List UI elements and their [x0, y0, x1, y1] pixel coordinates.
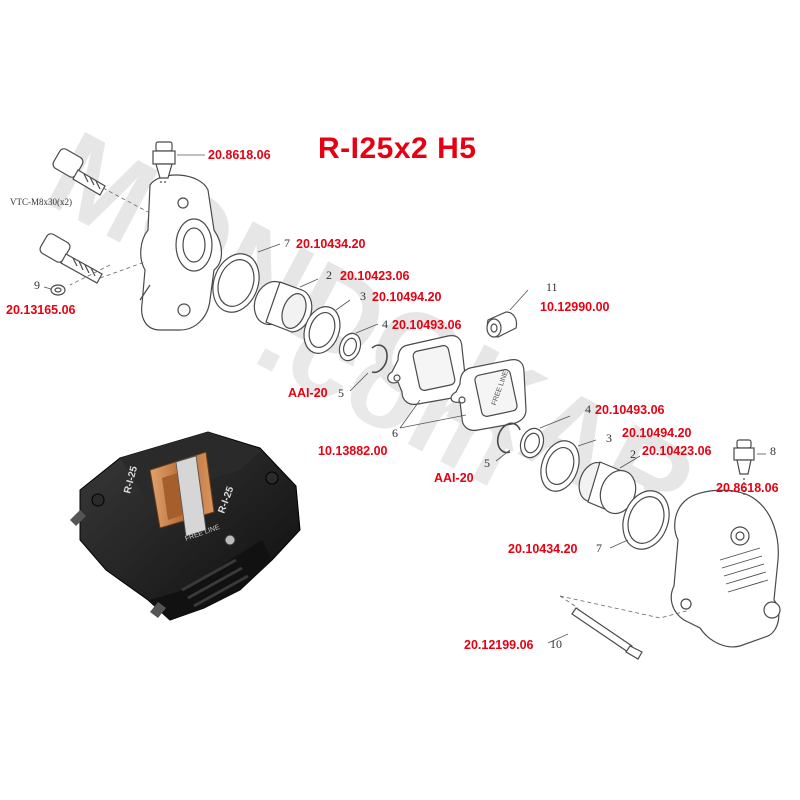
part-number-5a: AAI-20	[288, 386, 328, 400]
diagram-title: R-I25x2 H5	[318, 132, 477, 165]
part-number-3b: 20.10494.20	[622, 426, 692, 440]
callout-7b: 7	[596, 541, 602, 555]
part-number-4a: 20.10493.06	[392, 318, 462, 332]
part-number-9: 20.13165.06	[6, 303, 76, 317]
caliper-photo: R-I-25 R-I-25 FREE LINE	[70, 431, 301, 621]
bolt-spec-annotation: VTC-M8x30(x2)	[10, 197, 72, 207]
part-number-2b: 20.10423.06	[642, 444, 712, 458]
right-caliper-half	[670, 489, 781, 648]
brake-pad-front	[387, 335, 467, 405]
callout-6: 6	[392, 426, 398, 440]
callout-4b: 4	[585, 402, 591, 416]
spacer-11	[486, 311, 518, 338]
callout-4a: 4	[382, 317, 388, 331]
washer-9	[50, 284, 66, 296]
callout-2b: 2	[630, 447, 636, 461]
callout-3a: 3	[360, 289, 366, 303]
part-number-4b: 20.10493.06	[595, 403, 665, 417]
callout-7a: 7	[284, 236, 290, 250]
part-number-2a: 20.10423.06	[340, 269, 410, 283]
callout-11: 11	[546, 280, 558, 294]
bolt-lower	[39, 233, 103, 284]
callout-9: 9	[34, 278, 40, 292]
callout-2a: 2	[326, 268, 332, 282]
part-number-5b: AAI-20	[434, 471, 474, 485]
bleed-screw-8	[733, 439, 755, 495]
callout-5a: 5	[338, 386, 344, 400]
part-number-7b: 20.10434.20	[508, 542, 578, 556]
part-number-7a: 20.10434.20	[296, 237, 366, 251]
part-number-3a: 20.10494.20	[372, 290, 442, 304]
ring-4-right	[519, 427, 545, 459]
brake-pad-rear: FREE LINE	[450, 359, 527, 431]
bolt-upper	[52, 148, 106, 196]
seal-3-left	[303, 306, 341, 354]
ring-4-left	[338, 332, 362, 362]
bleed-screw-top	[152, 141, 176, 183]
seal-3-right	[540, 440, 580, 492]
part-number-11: 10.12990.00	[540, 300, 610, 314]
circlip-5-left	[371, 344, 388, 374]
seal-7-right	[622, 490, 670, 550]
pin-10	[571, 607, 643, 660]
part-number-bleed-top: 20.8618.06	[208, 148, 271, 162]
part-number-8: 20.8618.06	[716, 481, 779, 495]
circlip-5-right	[496, 422, 521, 454]
callout-10: 10	[550, 637, 562, 651]
part-number-10: 20.12199.06	[464, 638, 534, 652]
callout-3b: 3	[606, 431, 612, 445]
callout-5b: 5	[484, 456, 490, 470]
seal-7-left	[212, 253, 260, 313]
part-number-6: 10.13882.00	[318, 444, 388, 458]
piston-2-right	[578, 461, 637, 515]
left-caliper-half	[139, 174, 223, 331]
callout-8: 8	[770, 444, 776, 458]
